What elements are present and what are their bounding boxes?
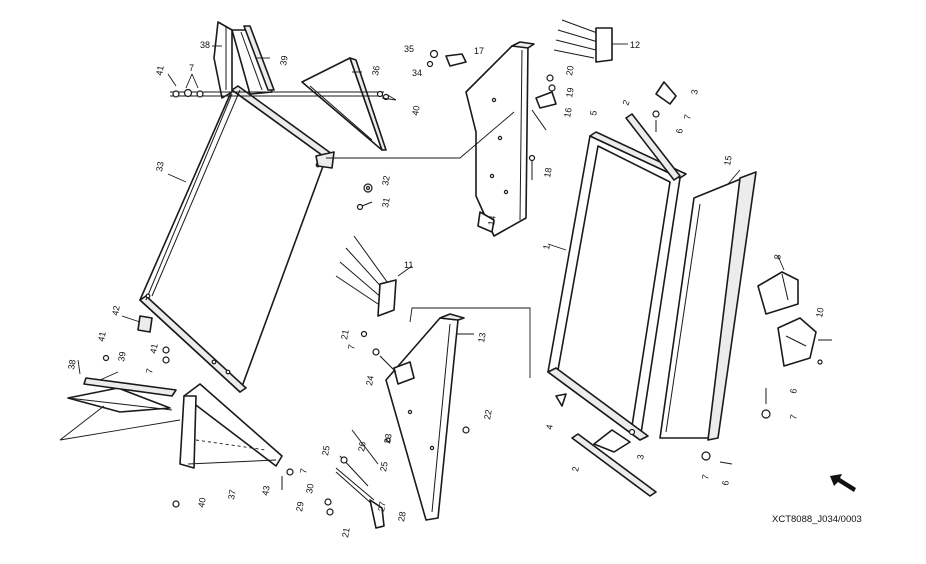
clip-17: [426, 49, 467, 68]
screen-panel-1: [547, 131, 687, 441]
callout-39: 39: [278, 55, 290, 67]
callout-33: 33: [154, 161, 166, 173]
callout-2: 2: [620, 99, 631, 107]
callout-25: 25: [320, 445, 332, 457]
callout-19: 19: [564, 87, 576, 99]
callout-7: 7: [788, 414, 799, 421]
callout-21: 21: [339, 329, 351, 341]
hardware-6-7-lower: [701, 451, 733, 465]
callout-7: 7: [700, 474, 711, 481]
callout-30: 30: [304, 483, 316, 495]
fork-12: [553, 19, 613, 63]
callout-7: 7: [346, 344, 357, 351]
strip-2-lower: [571, 433, 657, 497]
hardware-41-7-lower: [102, 346, 294, 508]
callout-32: 32: [380, 175, 392, 187]
callout-13: 13: [476, 332, 488, 344]
callout-21: 21: [340, 527, 352, 539]
gusset-36: [301, 57, 387, 151]
strip-2-upper: [625, 113, 681, 181]
callout-6: 6: [788, 388, 799, 395]
drawing-reference-code: XCT8088_J034/0003: [772, 514, 862, 525]
bracket-8: [757, 271, 799, 315]
callout-40: 40: [410, 105, 422, 117]
panel-33: [139, 85, 335, 393]
panel-13: [385, 313, 465, 521]
callout-6: 6: [720, 480, 731, 487]
callout-42: 42: [110, 305, 122, 317]
callout-25: 25: [378, 461, 390, 473]
callout-7: 7: [298, 468, 309, 475]
callout-15: 15: [722, 155, 734, 167]
callout-3: 3: [689, 89, 700, 96]
callout-37: 37: [226, 489, 238, 501]
callout-31: 31: [380, 197, 392, 209]
callout-6: 6: [674, 128, 685, 135]
callout-23: 23: [382, 433, 394, 445]
callout-41: 41: [148, 343, 160, 355]
callout-34: 34: [412, 68, 422, 78]
callout-20: 20: [564, 65, 576, 77]
callout-41: 41: [96, 331, 108, 343]
bracket-38-upper: [213, 21, 273, 99]
callout-26: 26: [356, 441, 368, 453]
fork-11: [335, 235, 397, 317]
callout-38: 38: [66, 359, 78, 371]
callout-14: 14: [486, 215, 498, 227]
linkage-26-27: [324, 429, 391, 529]
callout-24: 24: [364, 375, 376, 387]
callout-7: 7: [189, 63, 194, 73]
callout-16: 16: [562, 107, 574, 119]
callout-17: 17: [474, 46, 484, 56]
callout-8: 8: [772, 254, 783, 261]
callout-1: 1: [541, 244, 552, 251]
hardware-31-32: [356, 183, 373, 211]
callout-40: 40: [196, 497, 208, 509]
callout-39: 39: [116, 351, 128, 363]
callout-38: 38: [200, 40, 210, 50]
hardware-21-24: [360, 330, 397, 373]
part-42: [137, 315, 153, 333]
callout-29: 29: [294, 501, 306, 513]
callout-18: 18: [542, 167, 554, 179]
callout-7: 7: [682, 114, 693, 121]
hardware-6-7-right: [761, 388, 771, 419]
callout-41: 41: [154, 65, 166, 77]
bolt-18: [528, 154, 536, 180]
callout-35: 35: [404, 44, 414, 54]
leader-lines: [59, 43, 785, 441]
callout-2: 2: [570, 466, 581, 473]
callout-43: 43: [260, 485, 272, 497]
bolt-22: [462, 426, 470, 434]
callout-22: 22: [482, 409, 494, 421]
bracket-3-lower: [593, 428, 636, 453]
callout-7: 7: [144, 368, 155, 375]
callout-5: 5: [588, 110, 599, 117]
callout-labels: 1 2 2 3 3 4 5 6 6 6 7 7 7 7 7 7 7 8 10 1…: [66, 40, 826, 538]
callout-3: 3: [635, 454, 646, 461]
tray-15: [659, 171, 757, 441]
plate-14: [465, 41, 535, 237]
bracket-10: [777, 317, 832, 367]
callout-36: 36: [370, 65, 382, 77]
callout-12: 12: [630, 40, 640, 50]
callout-11: 11: [404, 260, 413, 270]
callout-4: 4: [544, 424, 555, 431]
bracket-38-lower: [67, 377, 177, 413]
bracket-37: [179, 383, 283, 469]
callout-27: 27: [376, 501, 388, 513]
rod-40-upper: [170, 88, 390, 101]
direction-arrow-icon: [830, 474, 856, 492]
pin-4: [555, 393, 567, 407]
bracket-3-upper: [652, 81, 677, 132]
callout-28: 28: [396, 511, 408, 523]
callout-10: 10: [814, 307, 826, 319]
hardware-16-20: [531, 74, 557, 131]
